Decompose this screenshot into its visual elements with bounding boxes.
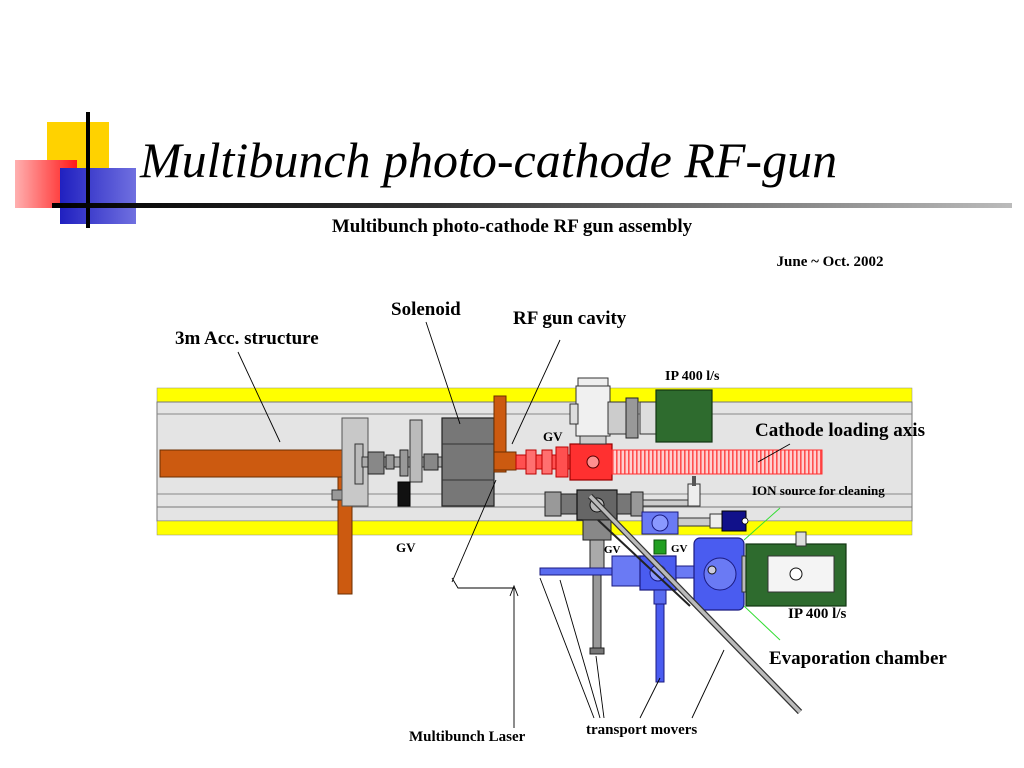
label-acc-structure: 3m Acc. structure — [175, 328, 319, 349]
blue-transport-chamber — [539, 539, 699, 683]
label-rf-gun-cavity: RF gun cavity — [513, 308, 627, 329]
label-gv-mid-b: GV — [671, 543, 688, 555]
evaporation-chamber — [693, 531, 847, 611]
label-ip-bottom: IP 400 l/s — [788, 606, 847, 622]
upper-pump-assembly — [569, 377, 713, 445]
blue-small-chamber — [641, 511, 711, 535]
gate-valve-green — [653, 539, 667, 555]
slide-title: Multibunch photo-cathode RF-gun — [140, 132, 838, 188]
diagonal-transport-rod — [587, 493, 803, 715]
logo-vline — [86, 112, 90, 228]
label-evaporation: Evaporation chamber — [769, 648, 947, 669]
beamline-valves — [361, 419, 443, 507]
solenoid — [441, 417, 495, 507]
label-gv-upper: GV — [543, 429, 563, 444]
label-cathode-axis: Cathode loading axis — [755, 420, 925, 441]
leader-lines — [237, 321, 791, 728]
label-movers: transport movers — [586, 722, 697, 738]
label-gv-left: GV — [396, 540, 416, 555]
diagram-labels: 3m Acc. structure Solenoid RF gun cavity… — [175, 299, 947, 745]
ion-source — [642, 476, 749, 532]
label-ion-source: ION source for cleaning — [752, 483, 885, 498]
label-gv-mid-a: GV — [604, 544, 621, 556]
diagram-date: June ~ Oct. 2002 — [776, 254, 884, 270]
rf-gun-flange — [493, 395, 517, 473]
title-underline — [52, 203, 1012, 208]
label-solenoid: Solenoid — [391, 299, 461, 320]
green-lines — [743, 507, 781, 641]
label-laser: Multibunch Laser — [409, 729, 526, 745]
acc-structure — [159, 417, 369, 595]
cathode-loading-axis — [611, 449, 823, 475]
ion-pump-top — [655, 389, 713, 443]
diagram-subtitle: Multibunch photo-cathode RF gun assembly — [331, 216, 693, 237]
label-ip-top: IP 400 l/s — [665, 369, 720, 384]
logo-block-blue — [60, 168, 136, 224]
